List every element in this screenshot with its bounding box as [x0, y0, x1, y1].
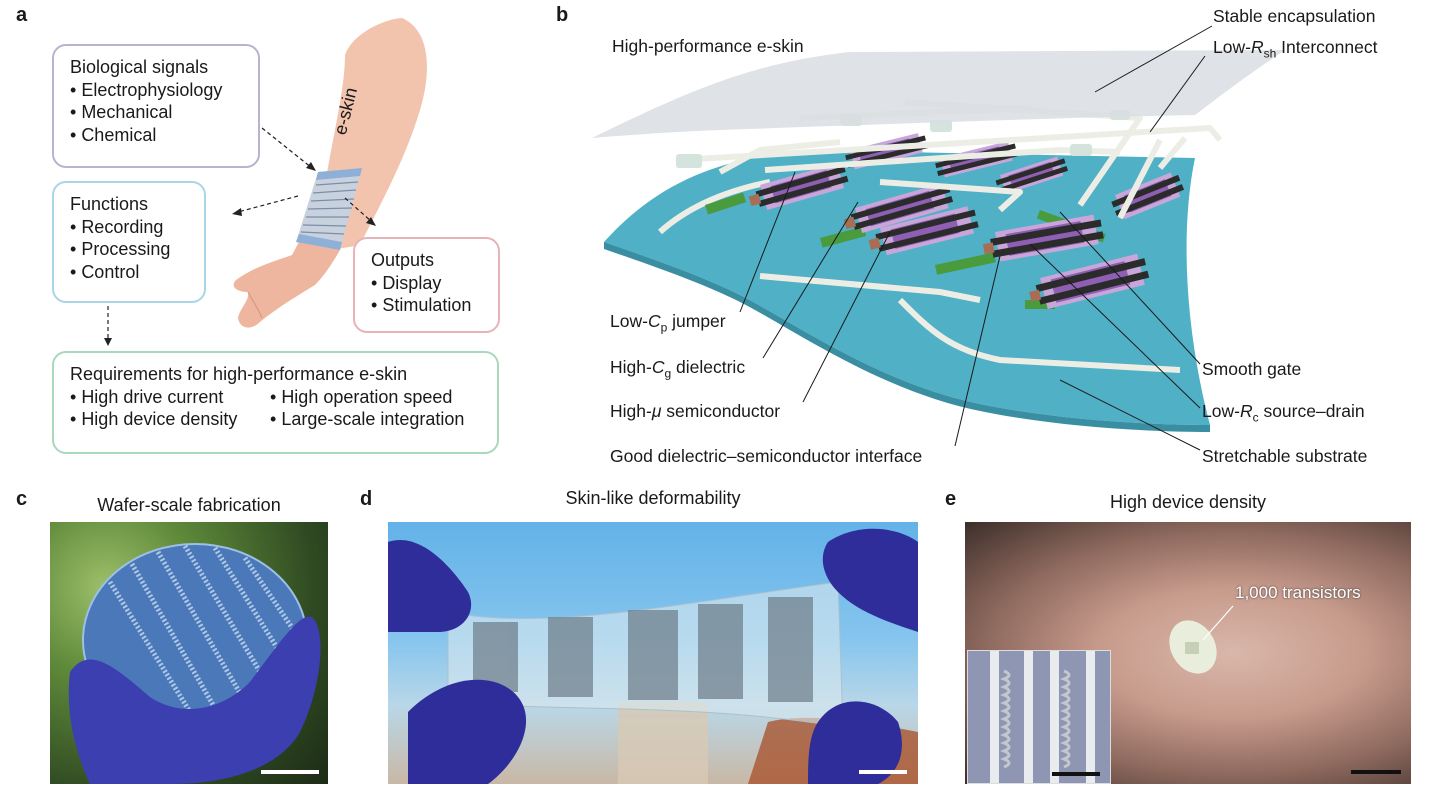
biological-signals-box: Biological signals Electrophysiology Mec…	[52, 44, 260, 168]
requirement-item: High device density	[70, 408, 270, 431]
label-high-cg-dielectric: High-Cg dielectric	[610, 357, 746, 381]
requirements-box: Requirements for high-performance e-skin…	[52, 351, 499, 454]
panel-e-title: High device density	[1109, 492, 1267, 512]
panel-c-title: Wafer-scale fabrication	[97, 495, 281, 515]
requirements-title: Requirements for high-performance e-skin	[70, 364, 408, 384]
panel-c-letter: c	[16, 488, 28, 510]
bio-item: Mechanical	[70, 101, 242, 124]
functions-box: Functions Recording Processing Control	[52, 181, 206, 303]
function-item: Recording	[70, 216, 188, 239]
label-dielectric-interface: Good dielectric–semiconductor interface	[610, 446, 923, 466]
label-smooth-gate: Smooth gate	[1202, 359, 1302, 379]
wafer-photo	[50, 522, 328, 784]
panel-b-title: High-performance e-skin	[612, 36, 804, 56]
scale-bar	[1351, 770, 1401, 774]
scale-bar	[859, 770, 907, 774]
label-high-mu-semiconductor: High-μ semiconductor	[610, 401, 781, 421]
outputs-box: Outputs Display Stimulation	[353, 237, 500, 333]
panel-d-title: Skin-like deformability	[565, 488, 741, 508]
biological-signals-title: Biological signals	[70, 57, 209, 77]
panel-d-letter: d	[360, 488, 373, 510]
panel-a-letter: a	[16, 4, 28, 26]
label-low-rsh-interconnect: Low-Rsh Interconnect	[1213, 37, 1378, 61]
function-item: Processing	[70, 238, 188, 261]
scale-bar	[1052, 772, 1100, 776]
encapsulation-sheet	[592, 50, 1285, 138]
requirement-item: High drive current	[70, 386, 270, 409]
output-item: Stimulation	[371, 294, 482, 317]
requirement-item: High operation speed	[270, 386, 490, 409]
stretch-photo	[388, 522, 918, 784]
bio-item: Electrophysiology	[70, 79, 242, 102]
bio-item: Chemical	[70, 124, 242, 147]
functions-title: Functions	[70, 194, 149, 214]
fingertip-photo: 1,000 transistors	[965, 522, 1411, 784]
label-low-rc-source-drain: Low-Rc source–drain	[1202, 401, 1365, 425]
function-item: Control	[70, 261, 188, 284]
label-stable-encapsulation: Stable encapsulation	[1213, 6, 1376, 26]
requirement-item: Large-scale integration	[270, 408, 490, 431]
glove-left-top	[388, 540, 472, 632]
device-annotation: 1,000 transistors	[1235, 583, 1361, 602]
panel-e-letter: e	[945, 488, 957, 510]
output-item: Display	[371, 272, 482, 295]
glove-right-bottom	[808, 701, 902, 784]
glove-right-top	[822, 528, 918, 632]
micrograph-inset	[967, 650, 1111, 784]
scale-bar	[261, 770, 319, 774]
label-low-cp-jumper: Low-Cp jumper	[610, 311, 726, 335]
gloved-hand	[68, 616, 321, 784]
panel-b-letter: b	[556, 4, 569, 26]
outputs-title: Outputs	[371, 250, 435, 270]
label-stretchable-substrate: Stretchable substrate	[1202, 446, 1368, 466]
glove-left-bottom	[408, 679, 527, 784]
